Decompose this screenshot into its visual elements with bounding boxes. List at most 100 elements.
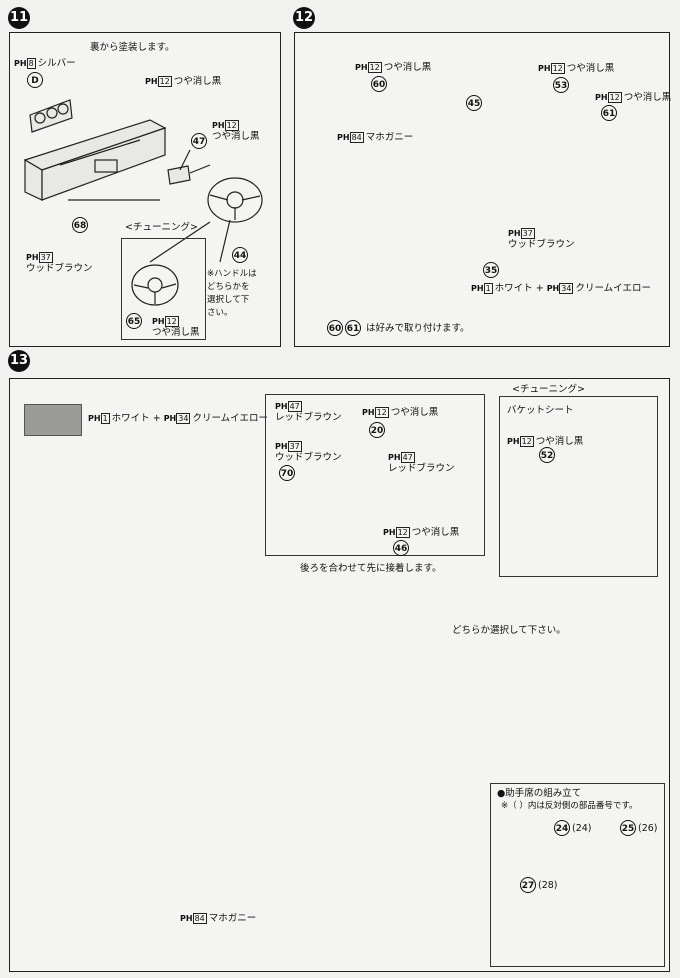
wood-brown-13-code: 37 bbox=[287, 441, 302, 452]
flat-black-b-code: 12 bbox=[550, 63, 565, 74]
red-brown-2-code: 47 bbox=[400, 452, 415, 463]
part-61-marker: 61 bbox=[601, 105, 617, 121]
bucket-flat-black-code: 12 bbox=[519, 436, 534, 447]
part-52-marker: 52 bbox=[539, 447, 555, 463]
cream-name: クリームイエロー bbox=[575, 283, 652, 294]
red-brown-name: レッドブラウン bbox=[275, 412, 342, 423]
part-24-opposite: (24) bbox=[572, 823, 592, 834]
flat-black-b-name: つや消し黒 bbox=[566, 63, 615, 74]
handle-note-line-4: さい。 bbox=[207, 308, 233, 318]
wood-brown-name: ウッドブラウン bbox=[26, 263, 93, 274]
step-number-13: 13 bbox=[8, 350, 30, 372]
white-name: ホワイト bbox=[494, 283, 533, 294]
part-28-opposite: (28) bbox=[538, 880, 558, 891]
flat-black-13-code: 12 bbox=[374, 407, 389, 418]
cream-code: 34 bbox=[559, 283, 574, 294]
tuning-flat-black-code: 12 bbox=[164, 316, 179, 327]
bucket-seat-label: バケットシート bbox=[507, 405, 574, 416]
step-13-panel bbox=[9, 378, 670, 972]
tuning-wheel-box bbox=[121, 238, 206, 340]
part-70-marker: 70 bbox=[279, 465, 295, 481]
wood-brown-12-name: ウッドブラウン bbox=[508, 239, 575, 250]
optional-parts-note: は好みで取り付けます。 bbox=[366, 323, 470, 334]
silver-paint-name: シルバー bbox=[37, 58, 76, 69]
bucket-flat-black-name: つや消し黒 bbox=[535, 436, 584, 447]
legend-cream-code: 34 bbox=[176, 413, 191, 424]
gauge-part-drawing bbox=[29, 99, 73, 133]
tuning-label-13: <チューニング> bbox=[512, 384, 585, 395]
handle-note-line-1: ※ハンドルは bbox=[207, 269, 257, 279]
step-12-panel bbox=[294, 32, 670, 347]
part-27-marker: 27 bbox=[520, 877, 536, 893]
console-detail-box bbox=[265, 394, 485, 556]
part-20-marker: 20 bbox=[369, 422, 385, 438]
bucket-seat-box bbox=[499, 396, 658, 577]
part-46-marker: 46 bbox=[393, 540, 409, 556]
part-35-marker: 35 bbox=[483, 262, 499, 278]
part-53-marker: 53 bbox=[553, 77, 569, 93]
flat-black-13-name: つや消し黒 bbox=[390, 407, 439, 418]
paint-from-back-note: 裏から塗装します。 bbox=[90, 42, 175, 53]
flat-black-name: つや消し黒 bbox=[173, 76, 222, 87]
legend-white-name: ホワイト bbox=[111, 413, 150, 424]
step-number-12: 12 bbox=[293, 7, 315, 29]
part-45-marker: 45 bbox=[466, 95, 482, 111]
passenger-seat-note: ※（ ）内は反対側の部品番号です。 bbox=[501, 801, 638, 811]
red-brown-code: 47 bbox=[287, 401, 302, 412]
console-glue-note: 後ろを合わせて先に接着します。 bbox=[300, 563, 442, 574]
part-24-marker: 24 bbox=[554, 820, 570, 836]
flat-black-c-name: つや消し黒 bbox=[623, 92, 672, 103]
part-25-marker: 25 bbox=[620, 820, 636, 836]
handle-note-line-3: 選択して下 bbox=[207, 295, 250, 305]
passenger-seat-box bbox=[490, 783, 665, 967]
choose-either-note: どちらか選択して下さい。 bbox=[452, 625, 566, 636]
white-code: 1 bbox=[483, 283, 493, 294]
column-part-drawing bbox=[167, 164, 211, 185]
passenger-seat-title: ●助手席の組み立て bbox=[497, 788, 582, 799]
part-60-marker: 60 bbox=[371, 76, 387, 92]
mahogany-code: 84 bbox=[349, 132, 364, 143]
flat-black-2-name: つや消し黒 bbox=[212, 131, 260, 142]
note-part-60-marker: 60 bbox=[327, 320, 343, 336]
paint-legend-swatch bbox=[24, 404, 82, 436]
part-47-marker: 47 bbox=[191, 133, 207, 149]
part-26-opposite: (26) bbox=[638, 823, 658, 834]
red-brown-2-name: レッドブラウン bbox=[388, 463, 455, 474]
step-number-11: 11 bbox=[8, 7, 30, 29]
tuning-wheel-drawing bbox=[131, 264, 179, 306]
part-68-marker: 68 bbox=[72, 217, 88, 233]
flat-black-2-13-code: 12 bbox=[395, 527, 410, 538]
part-44-marker: 44 bbox=[232, 247, 248, 263]
flat-black-c-code: 12 bbox=[607, 92, 622, 103]
handle-note-line-2: どちらかを bbox=[207, 282, 250, 292]
tuning-flat-black-name: つや消し黒 bbox=[152, 327, 200, 338]
mahogany-13-name: マホガニー bbox=[208, 913, 257, 924]
legend-cream-name: クリームイエロー bbox=[192, 413, 269, 424]
tuning-label-11: <チューニング> bbox=[125, 222, 198, 233]
steering-wheel-drawing bbox=[207, 177, 263, 223]
flat-black-2-13-name: つや消し黒 bbox=[411, 527, 460, 538]
legend-white-code: 1 bbox=[100, 413, 110, 424]
mahogany-name: マホガニー bbox=[365, 132, 414, 143]
flat-black-a-code: 12 bbox=[367, 62, 382, 73]
silver-paint-code: 8 bbox=[26, 58, 36, 69]
flat-black-code: 12 bbox=[157, 76, 172, 87]
